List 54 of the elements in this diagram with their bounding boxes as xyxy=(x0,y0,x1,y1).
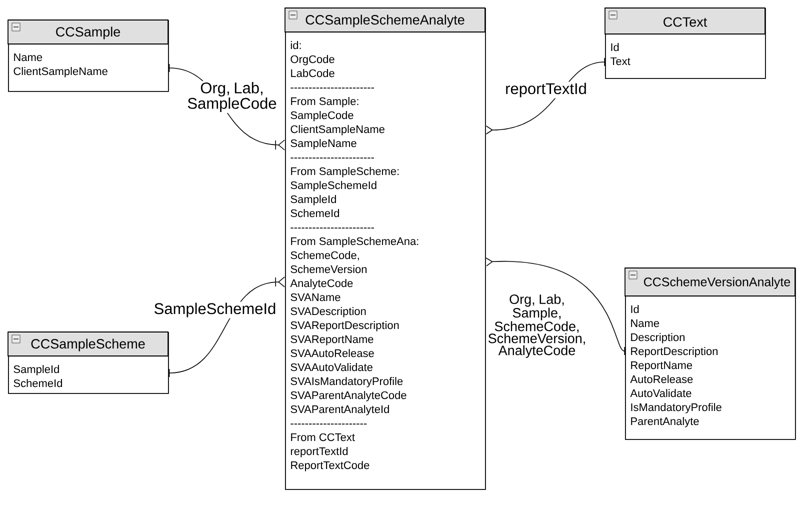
table-title: CCSchemeVersionAnalyte xyxy=(644,277,790,289)
field-name: SVAParentAnalyteCode xyxy=(290,391,406,402)
field-name: LabCode xyxy=(291,69,334,78)
field-name: SVADescription xyxy=(290,307,366,318)
field-name: From SampleScheme: xyxy=(291,167,399,178)
field-name: ParentAnalyte xyxy=(631,417,699,428)
field-name: Description xyxy=(631,333,684,344)
field-name: SampleId xyxy=(14,365,59,376)
field-name: From Sample: xyxy=(291,97,358,108)
field-name: ReportDescription xyxy=(631,347,718,358)
field-name: SampleId xyxy=(290,195,336,206)
field-name: OrgCode xyxy=(290,55,334,66)
field-name: SVAName xyxy=(290,293,340,302)
field-name: SVAAutoValidate xyxy=(290,363,372,372)
field-name: SVAReportDescription xyxy=(290,321,399,332)
edge-label: SampleSchemeId xyxy=(154,302,276,318)
relationship-line xyxy=(486,258,625,356)
field-name: Text xyxy=(610,57,630,66)
field-name: From SampleSchemeAna: xyxy=(291,237,418,248)
edge-label: Org, Lab, Sample, SchemeCode, SchemeVersion, AnalyteCode xyxy=(488,294,585,358)
field-name: ReportName xyxy=(631,361,692,372)
field-name: ClientSampleName xyxy=(290,125,384,136)
field-name: Id xyxy=(631,305,639,314)
field-name: ClientSampleName xyxy=(14,67,108,78)
field-name: AnalyteCode xyxy=(290,279,353,290)
field-name: SchemeVersion xyxy=(290,265,367,274)
field-name: SampleCode xyxy=(290,111,354,122)
field-name: IsMandatoryProfile xyxy=(631,403,722,414)
field-name: AutoValidate xyxy=(630,389,692,398)
relationship-line xyxy=(168,276,285,378)
table-title: CCSampleScheme xyxy=(31,338,145,352)
field-name: SchemeCode, xyxy=(290,251,359,260)
field-name: SampleSchemeId xyxy=(290,181,376,192)
field-name: Id xyxy=(611,43,619,52)
field-name: SVAParentAnalyteId xyxy=(290,405,389,416)
field-name: SchemeId xyxy=(14,379,62,388)
field-name: AutoRelease xyxy=(630,375,693,384)
field-name: reportTextId xyxy=(290,447,348,458)
table-title: CCSampleSchemeAnalyte xyxy=(306,14,464,28)
field-name: id: xyxy=(290,41,301,50)
table-title: CCText xyxy=(664,17,708,27)
field-name: SampleName xyxy=(290,139,356,150)
edge-label: Org, Lab, SampleCode xyxy=(188,82,276,112)
field-name: From CCText xyxy=(291,433,355,442)
edge-label: reportTextId xyxy=(506,82,586,98)
field-name: SchemeId xyxy=(290,209,340,218)
field-name: SVAReportName xyxy=(290,335,374,346)
field-name: SVAAutoRelease xyxy=(290,349,374,358)
field-name: Name xyxy=(14,53,42,62)
relationship-line xyxy=(486,58,605,134)
field-name: ReportTextCode xyxy=(291,461,370,472)
field-name: SVAIsMandatoryProfile xyxy=(290,377,403,388)
table-title: CCSample xyxy=(56,26,120,40)
field-name: Name xyxy=(631,319,660,328)
